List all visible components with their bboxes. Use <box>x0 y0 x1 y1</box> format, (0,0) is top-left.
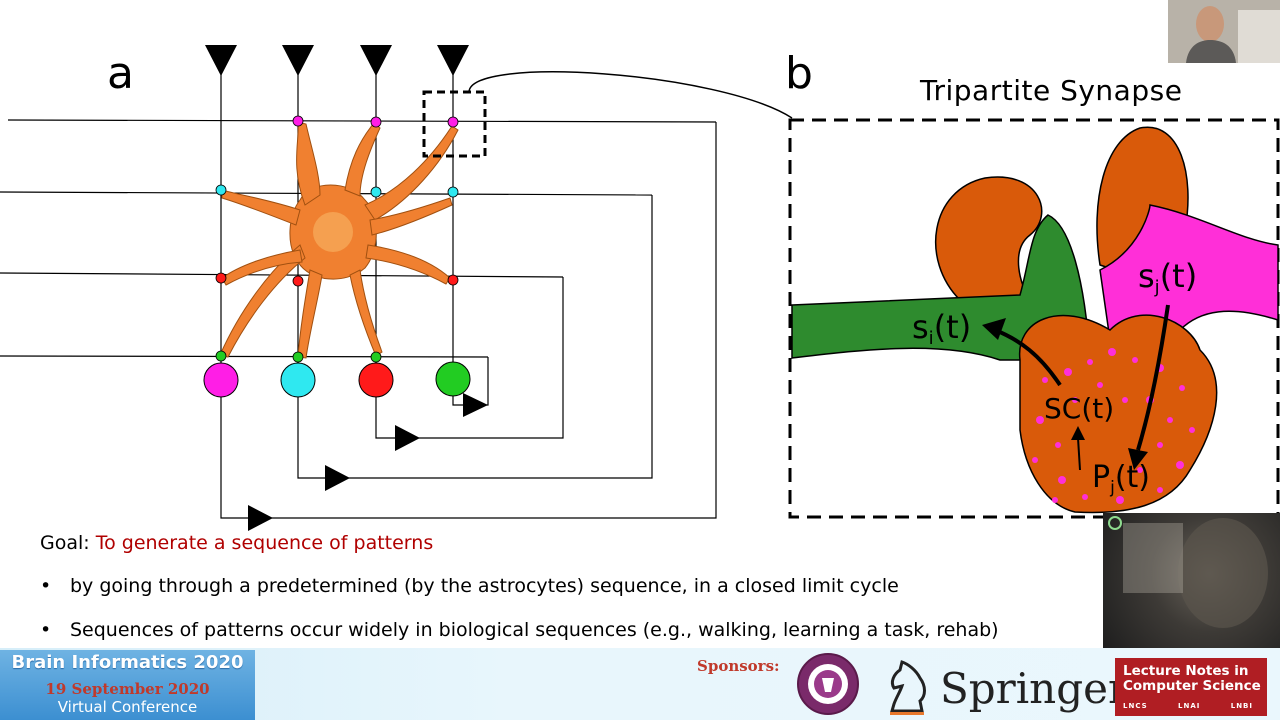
springer-wordmark: Springer <box>940 664 1129 713</box>
bullet-text: by going through a predetermined (by the… <box>70 575 899 597</box>
bullet-symbol: • <box>40 575 52 597</box>
bullet-text: Sequences of patterns occur widely in bi… <box>70 619 999 641</box>
lncs-title-line1: Lecture Notes in <box>1123 663 1249 679</box>
bullet-symbol: • <box>40 619 52 641</box>
label-pj: Pj(t) <box>1092 460 1150 498</box>
synapse-dots <box>215 115 459 363</box>
webcam-thumbnail-attendee[interactable] <box>1103 513 1280 648</box>
neuron-red <box>358 362 394 398</box>
zoom-connector <box>468 71 793 119</box>
arrowhead-right-icon <box>248 393 488 531</box>
synapse-title: Tripartite Synapse <box>920 74 1183 107</box>
sponsors-label: Sponsors: <box>697 657 780 675</box>
lncs-title-line2: Computer Science <box>1123 678 1261 694</box>
neuron-row <box>203 361 471 398</box>
tripartite-synapse <box>791 126 1279 514</box>
bullet-item: • by going through a predetermined (by th… <box>40 575 899 597</box>
lncs-series-item: LNCS <box>1123 702 1148 710</box>
conference-name: Brain Informatics 2020 <box>11 652 244 673</box>
goal-line: Goal: To generate a sequence of patterns <box>40 532 433 554</box>
lncs-series-item: LNAI <box>1178 702 1201 710</box>
astrocyte-cell <box>219 121 459 359</box>
panel-b-label: b <box>785 48 813 99</box>
bullet-item: • Sequences of patterns occur widely in b… <box>40 619 999 641</box>
network-wiring <box>0 45 717 519</box>
label-sj: sj(t) <box>1138 257 1197 298</box>
lncs-series-item: LNBI <box>1230 702 1253 710</box>
label-si: si(t) <box>912 308 971 349</box>
neuron-cyan <box>280 362 316 398</box>
goal-prefix: Goal: <box>40 532 96 554</box>
webcam-thumbnail-presenter[interactable] <box>1168 0 1280 63</box>
neuron-green <box>435 361 471 397</box>
panel-a-label: a <box>107 48 134 99</box>
conference-mode: Virtual Conference <box>57 698 198 716</box>
lncs-series: LNCS LNAI LNBI <box>1123 702 1263 710</box>
label-sc: SC(t) <box>1044 392 1114 425</box>
conference-date: 19 September 2020 <box>45 680 210 698</box>
dashed-zoom-box <box>422 90 487 158</box>
springer-horse-logo <box>890 660 926 715</box>
arrowhead-down-icon <box>205 45 469 76</box>
wic-seal-logo <box>797 653 859 715</box>
conference-badge: Brain Informatics 2020 19 September 2020… <box>0 650 255 720</box>
goal-text: To generate a sequence of patterns <box>95 532 434 554</box>
network-diagram: si(t) sj(t) SC(t) Pj(t) <box>0 45 1280 531</box>
lncs-logo: Lecture Notes in Computer Science LNCS L… <box>1115 658 1267 716</box>
neuron-magenta <box>203 362 239 398</box>
